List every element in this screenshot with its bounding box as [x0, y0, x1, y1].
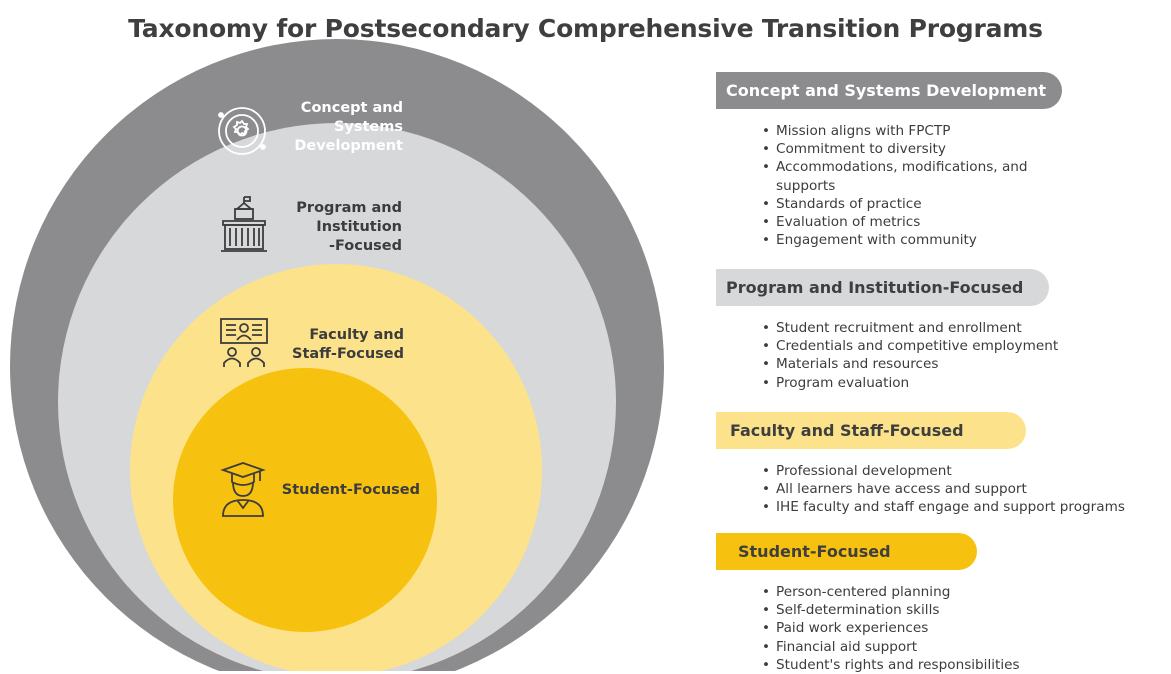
list-item: Financial aid support [762, 638, 1171, 656]
list-item: Professional development [762, 462, 1171, 480]
section-program: Program and Institution-Focused Student … [716, 269, 1171, 392]
section-heading: Program and Institution-Focused [716, 269, 1049, 306]
section-heading: Student-Focused [716, 533, 977, 570]
list-item: Evaluation of metrics [762, 213, 1171, 231]
ring-label-line: Systems [333, 119, 403, 135]
ring-label-faculty: Faculty and Staff-Focused [256, 326, 404, 364]
ring-label-line: Student-Focused [281, 482, 420, 498]
gear-circle-icon [218, 107, 266, 155]
bullet-list: Student recruitment and enrollment Crede… [716, 319, 1171, 392]
ring-label-line: Faculty and [309, 327, 404, 343]
ring-label-line: Development [294, 138, 403, 154]
list-item: Person-centered planning [762, 583, 1171, 601]
ring-label-line: -Focused [328, 238, 402, 254]
ring-label-program: Program and Institution -Focused [252, 199, 402, 256]
ring-label-line: Staff-Focused [292, 346, 404, 362]
ring-label-student: Student-Focused [270, 481, 420, 500]
teacher-presentation-icon [220, 318, 268, 367]
ring-label-line: Concept and [300, 100, 403, 116]
list-item: Paid work experiences [762, 619, 1171, 637]
page-title: Taxonomy for Postsecondary Comprehensive… [128, 14, 1043, 43]
list-item: Mission aligns with FPCTP [762, 122, 1171, 140]
list-item: Materials and resources [762, 355, 1171, 373]
list-item: IHE faculty and staff engage and support… [762, 498, 1171, 516]
list-item: All learners have access and support [762, 480, 1171, 498]
bullet-list: Person-centered planning Self-determinat… [716, 583, 1171, 674]
section-student: Student-Focused Person-centered planning… [716, 533, 1171, 674]
bullet-list: Professional development All learners ha… [716, 462, 1171, 517]
list-item: Credentials and competitive employment [762, 337, 1171, 355]
bullet-list: Mission aligns with FPCTP Commitment to … [716, 122, 1171, 250]
graduate-student-icon [220, 462, 266, 517]
ring-label-line: Program and [296, 200, 402, 216]
university-building-icon [221, 196, 267, 252]
ring-label-concept: Concept and Systems Development [255, 99, 403, 156]
list-item: Commitment to diversity [762, 140, 1171, 158]
list-item: Accommodations, modifications, and suppo… [762, 158, 1076, 194]
section-heading: Faculty and Staff-Focused [716, 412, 1026, 449]
section-concept: Concept and Systems Development Mission … [716, 72, 1171, 250]
list-item: Standards of practice [762, 195, 1171, 213]
list-item: Engagement with community [762, 231, 1171, 249]
list-item: Student's rights and responsibilities [762, 656, 1171, 674]
section-faculty: Faculty and Staff-Focused Professional d… [716, 412, 1171, 517]
list-item: Student recruitment and enrollment [762, 319, 1171, 337]
list-item: Program evaluation [762, 374, 1171, 392]
section-heading: Concept and Systems Development [716, 72, 1062, 109]
list-item: Self-determination skills [762, 601, 1171, 619]
core-student [173, 368, 437, 632]
ring-label-line: Institution [316, 219, 402, 235]
